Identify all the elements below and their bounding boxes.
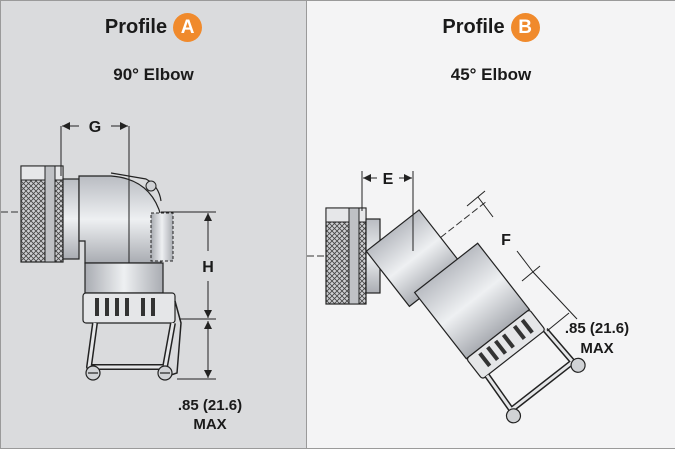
profile-a-badge: A — [173, 13, 203, 42]
profile-b-title: Profile — [442, 16, 505, 38]
profile-a-heading: Profile A — [1, 13, 306, 42]
elbow-body-b — [413, 242, 586, 424]
profile-a-drawing: G H .85 (21.6) MAX — [1, 119, 242, 433]
profile-b-badge: B — [510, 13, 540, 42]
dim-max-value-b: .85 (21.6) — [565, 320, 629, 337]
profile-b-panel: Profile B 45° Elbow — [306, 1, 675, 448]
dim-f-label: F — [501, 232, 511, 249]
dim-h-label: H — [202, 259, 214, 276]
profile-a-subtitle: 90° Elbow — [113, 65, 194, 84]
dim-max-label-b: MAX — [580, 340, 613, 357]
profile-a-title: Profile — [104, 16, 168, 38]
profile-b-drawing: E F .85 (21.6) MAX — [307, 171, 629, 424]
coupling-nut — [20, 165, 64, 263]
dim-max-value: .85 (21.6) — [178, 397, 242, 414]
dim-max-label: MAX — [193, 416, 226, 433]
profile-b-subtitle: 45° Elbow — [450, 65, 532, 84]
profile-a-panel: Profile A 90° Elbow — [1, 1, 306, 448]
elbow-body — [78, 175, 162, 264]
dim-g-label: G — [89, 119, 101, 136]
dim-e-label: E — [383, 171, 394, 188]
profile-b-heading: Profile B — [307, 13, 675, 42]
